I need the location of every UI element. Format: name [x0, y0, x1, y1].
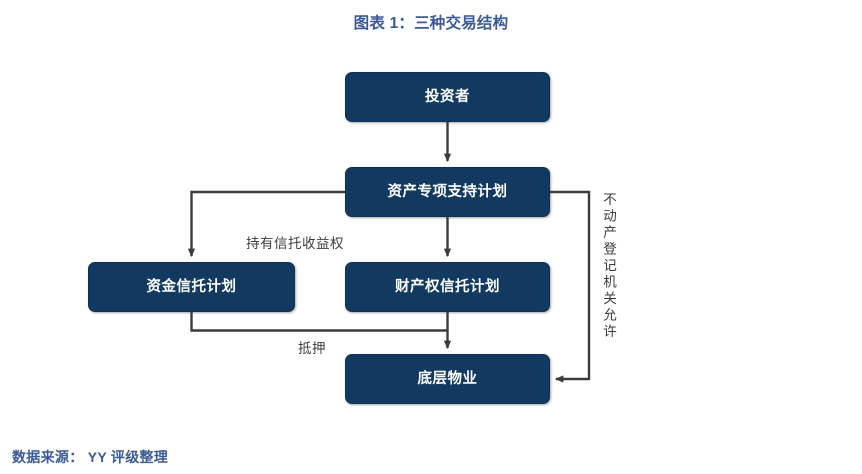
figure-title: 图表 1：三种交易结构	[353, 15, 509, 32]
node-asset-backed-plan[interactable]: 资产专项支持计划	[345, 167, 550, 217]
node-fund-trust-plan[interactable]: 资金信托计划	[88, 262, 295, 312]
edge-abs-plan-to-underlying-registration	[550, 190, 591, 383]
node-underlying-property[interactable]: 底层物业	[345, 354, 550, 404]
node-asset-backed-plan-label: 资产专项支持计划	[387, 183, 508, 200]
node-investor-label: 投资者	[425, 88, 470, 105]
node-fund-trust-plan-label: 资金信托计划	[146, 278, 237, 295]
node-underlying-property-label: 底层物业	[417, 370, 478, 387]
edge-label-hold-trust-rights: 持有信托收益权	[246, 236, 344, 251]
node-property-rights-trust-plan-label: 财产权信托计划	[395, 278, 500, 295]
edge-fund-trust-to-underlying	[190, 312, 448, 332]
edge-label-registration-permit: 不动产登记机关允许	[601, 192, 616, 341]
node-property-rights-trust-plan[interactable]: 财产权信托计划	[345, 262, 550, 312]
edge-label-mortgage: 抵押	[298, 341, 326, 356]
node-investor[interactable]: 投资者	[345, 72, 550, 122]
source-note: 数据来源： YY 评级整理	[12, 449, 169, 465]
